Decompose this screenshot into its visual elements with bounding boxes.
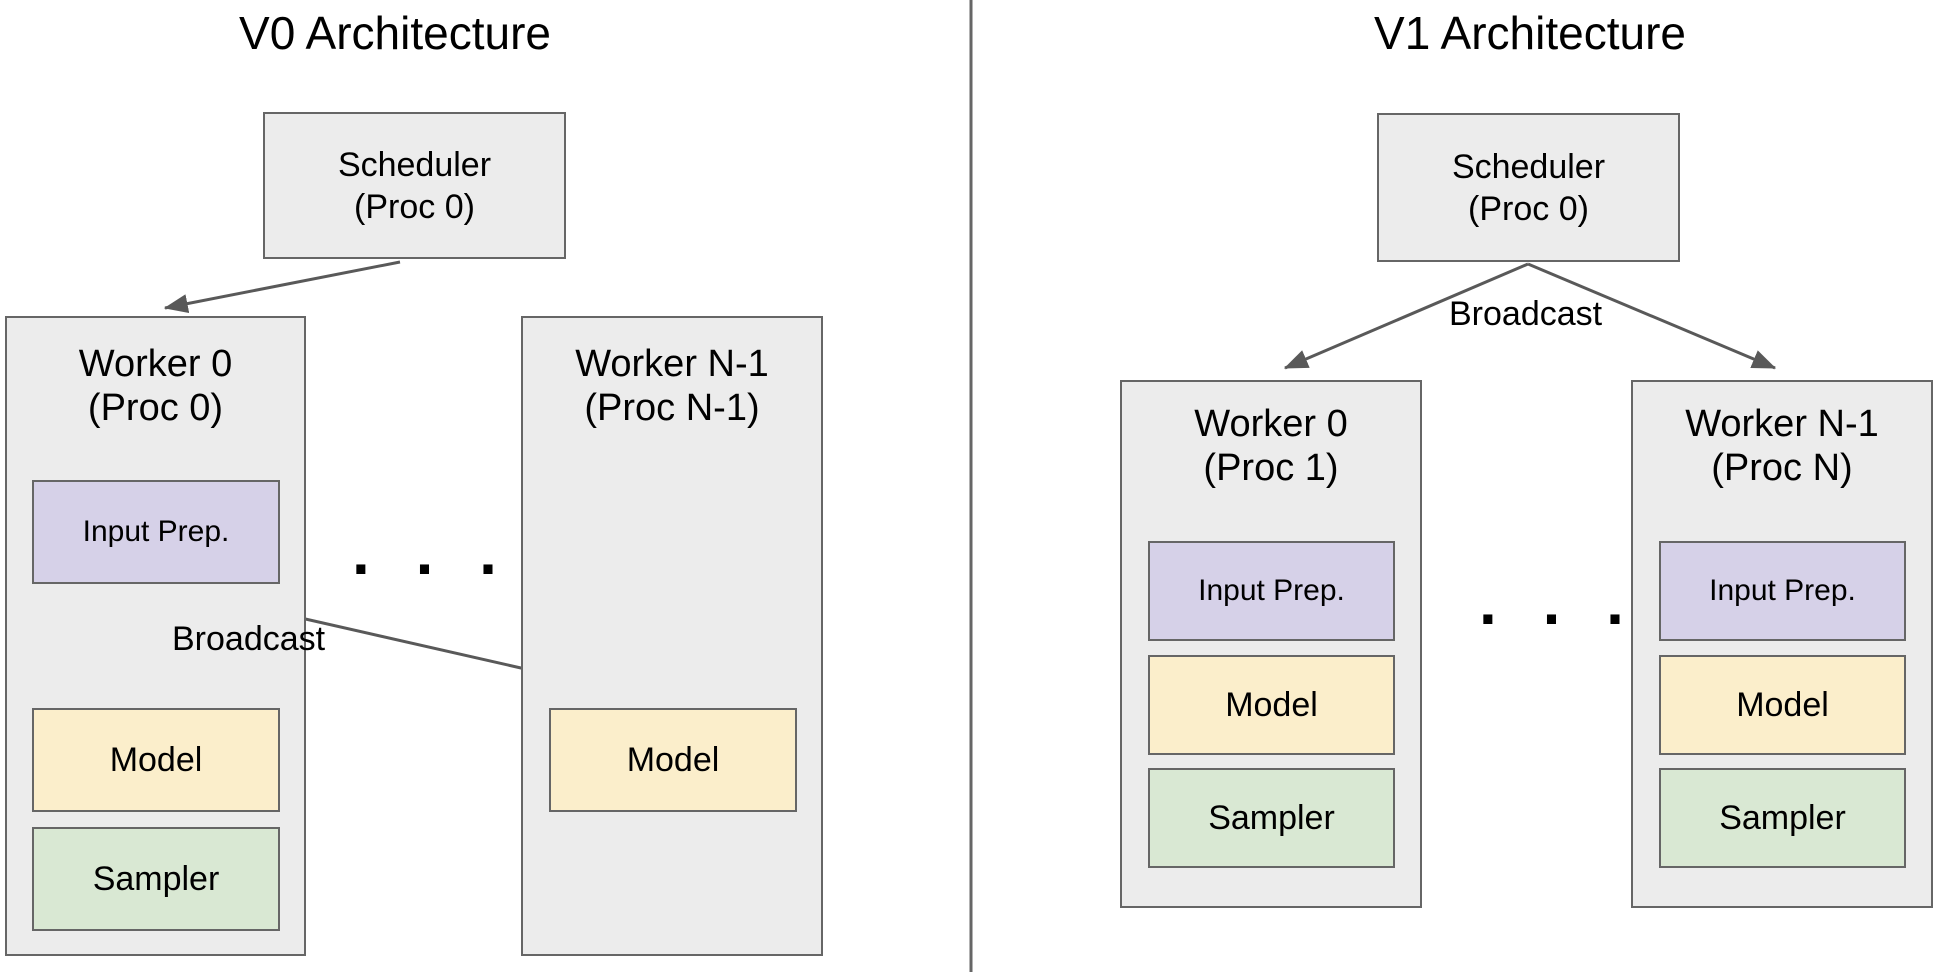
v0-worker-n-1-group[interactable]: Worker N-1 (Proc N-1): [521, 316, 823, 956]
v1-scheduler-box[interactable]: Scheduler (Proc 0): [1377, 113, 1680, 262]
v0-worker-0-label-line1: Worker 0: [78, 343, 233, 385]
v1-worker-0-input-prep[interactable]: Input Prep.: [1148, 541, 1395, 641]
v0-worker-n-1-model[interactable]: Model: [549, 708, 797, 812]
v0-edge-scheduler-to-worker0: [163, 260, 401, 314]
v0-worker-0-model-label: Model: [109, 741, 203, 779]
v0-worker-0-input-prep[interactable]: Input Prep.: [32, 480, 280, 584]
v0-scheduler-line2: (Proc 0): [354, 187, 475, 226]
v1-worker-n-1-input-prep-label: Input Prep.: [1709, 574, 1856, 607]
v0-worker-ellipsis: . . .: [352, 516, 511, 588]
v0-worker-0-sampler[interactable]: Sampler: [32, 827, 280, 931]
v1-edge-scheduler-to-workern: [1527, 262, 1777, 370]
v1-worker-0-model-label: Model: [1225, 686, 1318, 724]
v1-scheduler-line1: Scheduler: [1451, 147, 1606, 186]
v0-worker-0-label-line2: (Proc 0): [87, 387, 224, 429]
v1-worker-n-1-input-prep[interactable]: Input Prep.: [1659, 541, 1906, 641]
v1-worker-n-1-label-line1: Worker N-1: [1685, 403, 1879, 445]
v1-scheduler-line2: (Proc 0): [1468, 189, 1589, 228]
v0-worker-n-1-label-line2: (Proc N-1): [584, 387, 760, 429]
v1-worker-0-model[interactable]: Model: [1148, 655, 1395, 755]
panel-title-v1: V1 Architecture: [1374, 7, 1686, 59]
v0-worker-n-1-model-label: Model: [626, 741, 720, 779]
v1-worker-0-label-line2: (Proc 1): [1203, 447, 1339, 489]
v1-worker-0-sampler-label: Sampler: [1208, 799, 1335, 837]
v0-scheduler-line1: Scheduler: [337, 145, 492, 184]
v1-worker-0-sampler[interactable]: Sampler: [1148, 768, 1395, 868]
v1-edge-scheduler-to-worker0: [1283, 262, 1529, 370]
v1-worker-n-1-label-line2: (Proc N): [1711, 447, 1853, 489]
v1-worker-n-1-model[interactable]: Model: [1659, 655, 1906, 755]
v1-worker-n-1-model-label: Model: [1736, 686, 1829, 724]
v0-broadcast-label: Broadcast: [172, 620, 326, 658]
v1-worker-n-1-sampler-label: Sampler: [1719, 799, 1846, 837]
v1-worker-0-input-prep-label: Input Prep.: [1198, 574, 1345, 607]
v1-broadcast-label: Broadcast: [1449, 295, 1603, 333]
v1-worker-0-label-line1: Worker 0: [1194, 403, 1348, 445]
v0-worker-n-1-label-line1: Worker N-1: [575, 343, 769, 385]
panel-title-v0: V0 Architecture: [239, 7, 551, 59]
v0-worker-0-sampler-label: Sampler: [92, 860, 220, 898]
v0-scheduler-box[interactable]: Scheduler (Proc 0): [263, 112, 566, 259]
v1-worker-n-1-sampler[interactable]: Sampler: [1659, 768, 1906, 868]
v0-worker-0-model[interactable]: Model: [32, 708, 280, 812]
v1-worker-ellipsis: . . .: [1479, 566, 1638, 638]
v0-worker-0-input-prep-label: Input Prep.: [82, 515, 230, 548]
